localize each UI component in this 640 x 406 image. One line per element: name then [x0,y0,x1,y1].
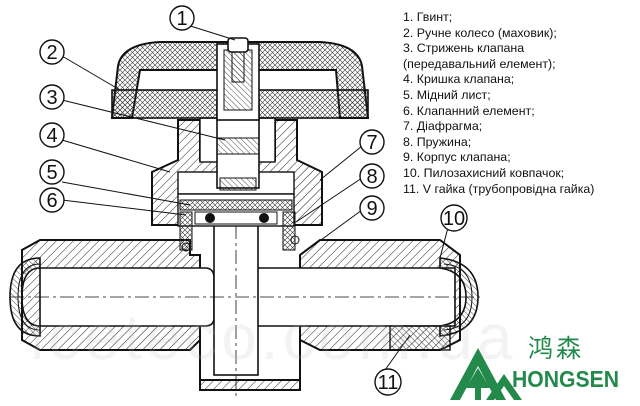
valve-body [10,200,480,400]
callout-11: 11 [374,368,402,396]
legend-item: 10. Пилозахисний ковпачок; [403,165,565,180]
callout-5: 5 [39,159,65,185]
callout-10-label: 10 [443,208,465,230]
callout-4-label: 4 [46,125,57,147]
callout-9-label: 9 [366,198,377,220]
legend-item: (передавальний елемент); [403,56,556,71]
callout-7: 7 [359,129,385,155]
callout-6: 6 [39,187,65,213]
flare-nut [389,325,451,351]
legend-item: 6. Клапанний елемент; [403,103,535,118]
legend-item: 5. Мідний лист; [403,87,491,102]
legend-item: 3. Стрижень клапана [403,41,525,56]
handwheel [110,41,370,121]
left-flare-end [9,257,41,337]
callout-4: 4 [39,122,65,148]
callout-1: 1 [169,5,195,31]
logo-english-text: HONGSEN [512,366,619,392]
screw [227,37,249,83]
legend-item: 9. Корпус клапана; [403,150,511,165]
leader-lines [61,23,451,371]
callout-3-label: 3 [46,87,57,109]
legend-item: 2. Ручне колесо (маховик); [403,25,557,40]
callout-7-label: 7 [366,132,377,154]
legend-item: 8. Пружина; [403,134,472,149]
callout-9: 9 [359,195,385,221]
callout-5-label: 5 [46,162,57,184]
valve-element [177,193,300,252]
callout-8-label: 8 [366,166,377,188]
parts-legend: 1. Гвинт; 2. Ручне колесо (маховик); 3. … [403,10,635,197]
callout-11-label: 11 [378,372,399,394]
legend-item: 7. Діафрагма; [403,119,483,134]
callout-2-label: 2 [46,42,57,64]
callout-1-label: 1 [176,8,187,30]
legend-item: 11. V гайка (трубопровідна гайка) [403,181,595,196]
logo-chinese-text: 鸿森 [528,334,585,363]
callout-6-label: 6 [46,190,57,212]
hongsen-logo-icon [450,348,522,400]
callout-8: 8 [359,163,385,189]
callout-2: 2 [39,39,65,65]
legend-item: 4. Кришка клапана; [403,72,515,87]
legend-item: 1. Гвинт; [403,10,453,24]
callout-10: 10 [440,204,468,232]
callout-3: 3 [39,84,65,110]
